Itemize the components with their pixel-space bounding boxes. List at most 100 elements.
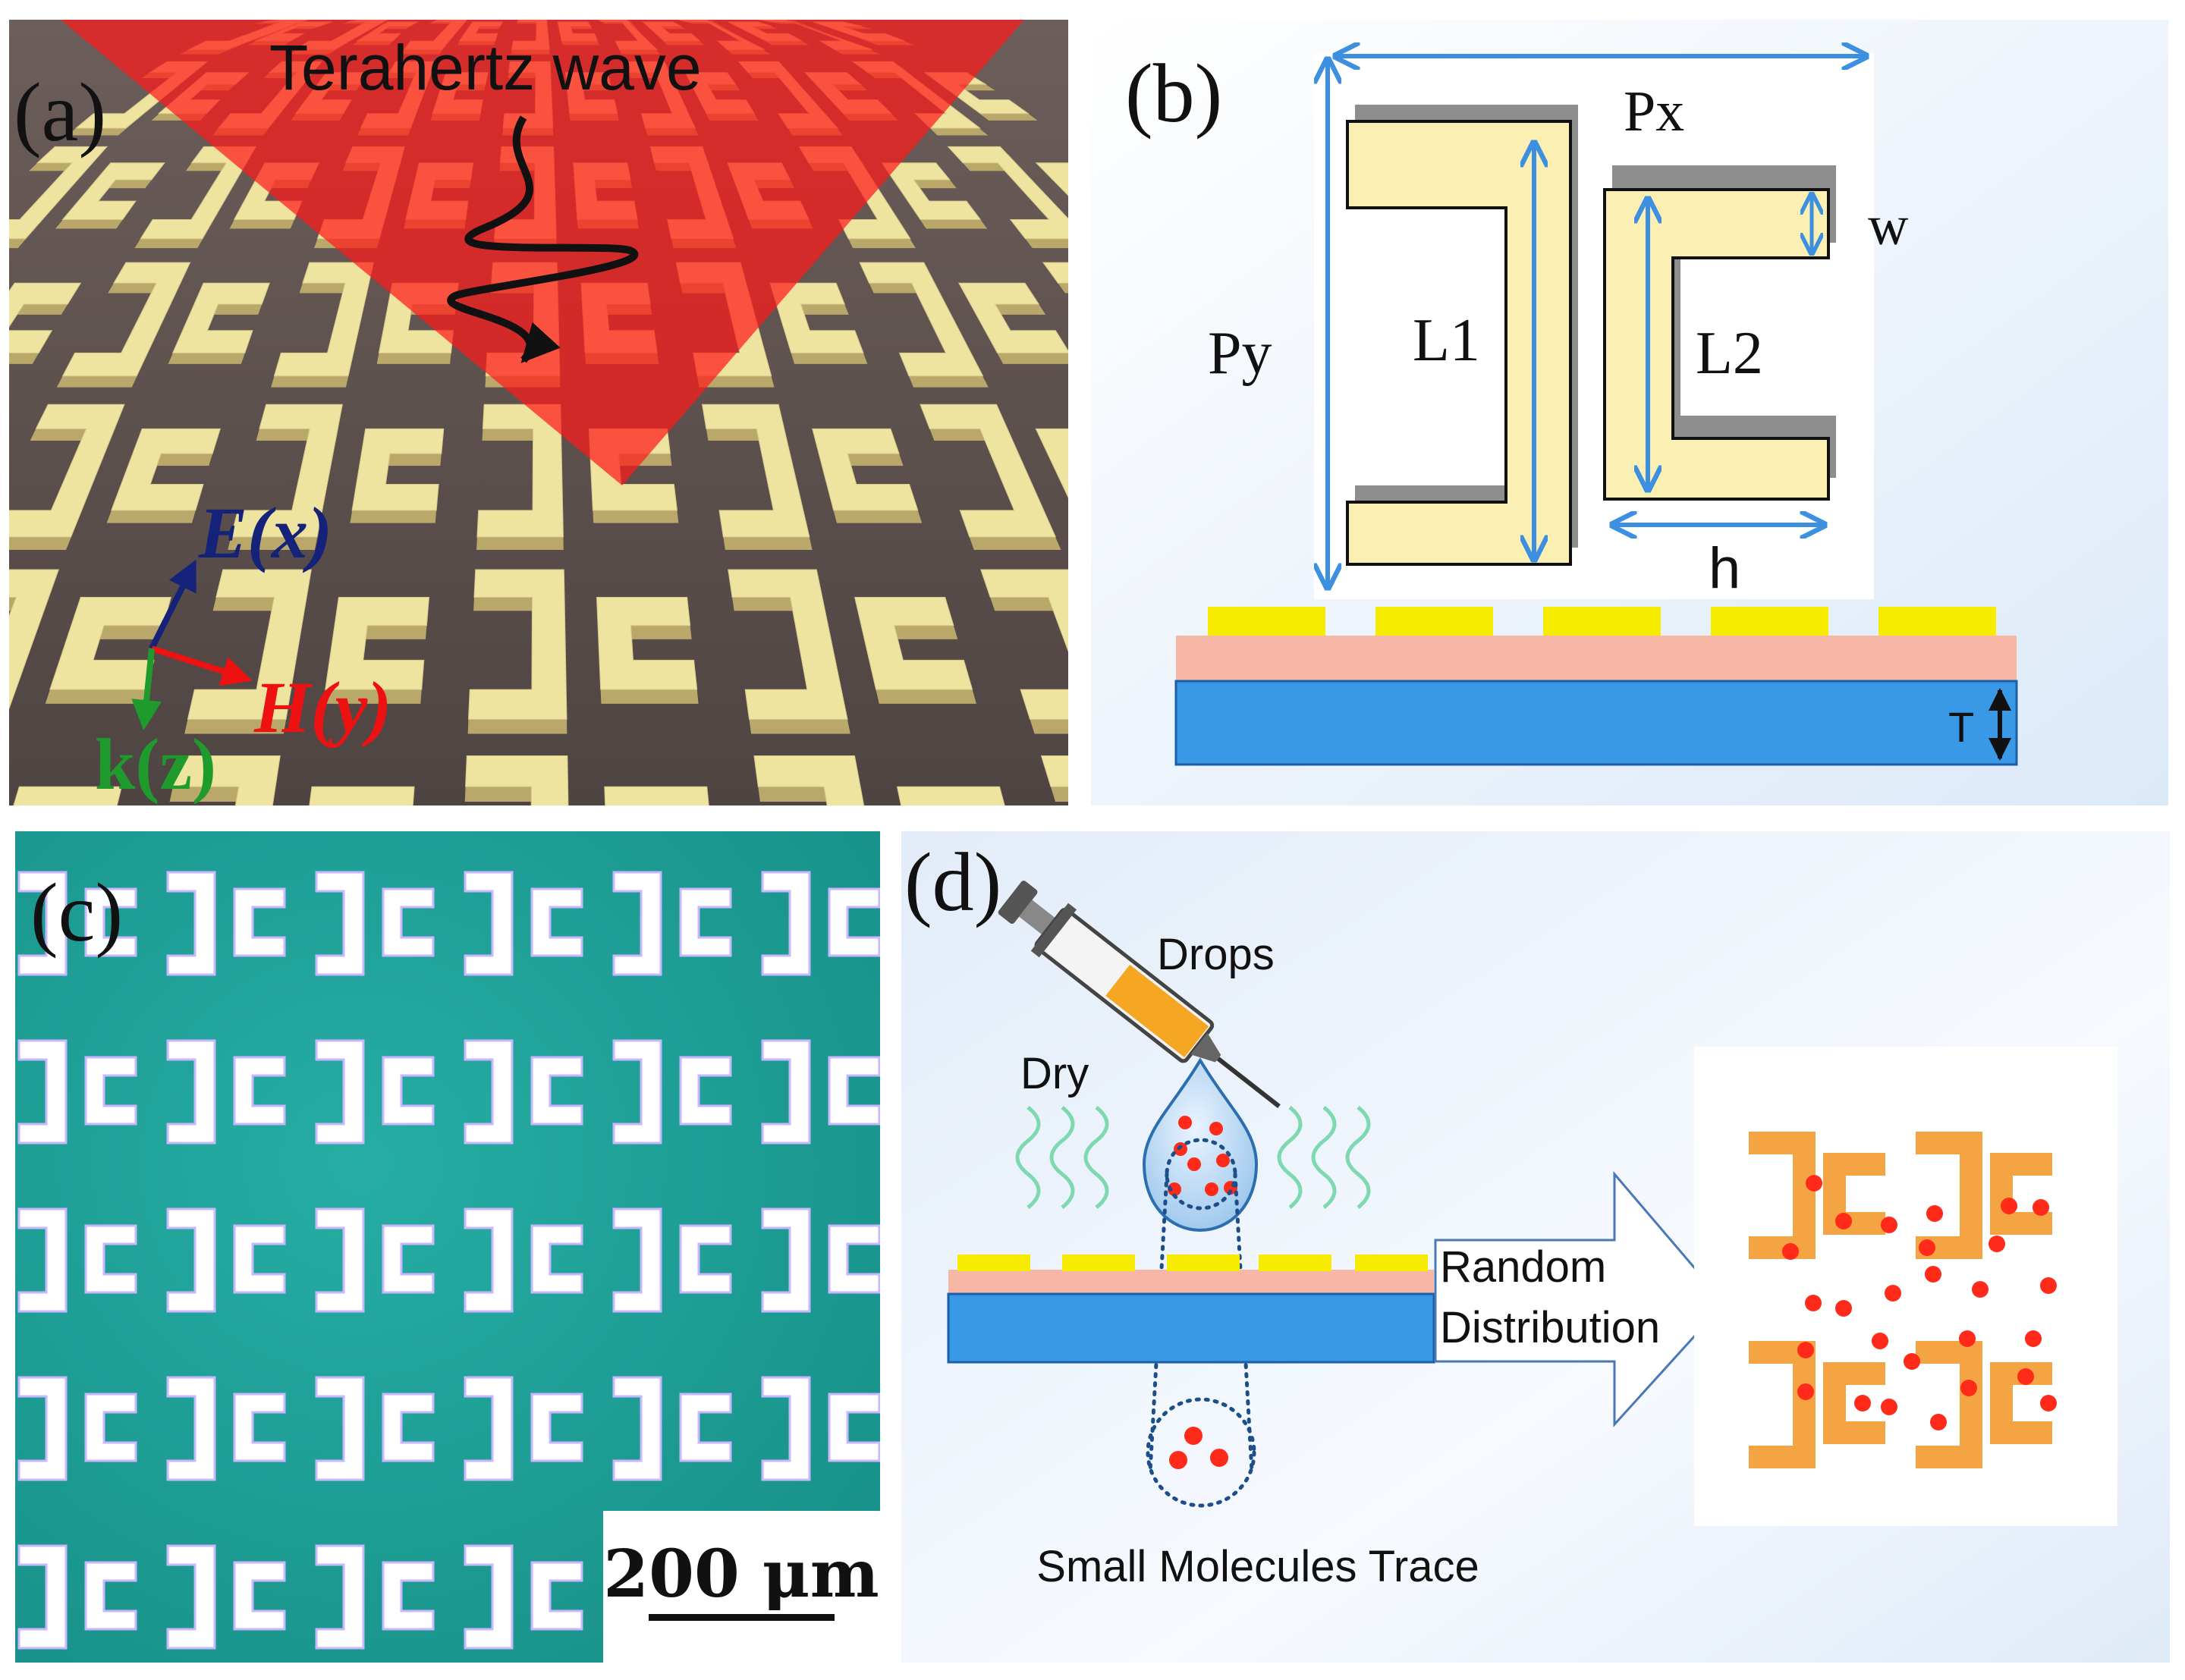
micrograph-long-bracket <box>17 871 68 976</box>
k-vector-label: k(z) <box>95 724 216 805</box>
result-molecule <box>1782 1243 1799 1260</box>
micrograph-short-bracket <box>233 1393 286 1462</box>
result-molecule <box>1960 1380 1977 1396</box>
d-gold-strip-2 <box>1062 1255 1135 1271</box>
syringe-icon <box>998 881 1281 1108</box>
result-molecule <box>1835 1300 1852 1317</box>
micrograph-short-bracket <box>84 1561 137 1631</box>
metasurface-short-bracket <box>1035 428 1068 498</box>
panel-b-label: (b) <box>1125 47 1222 140</box>
micrograph-long-bracket <box>315 1544 365 1650</box>
micrograph-short-bracket <box>679 1224 732 1294</box>
metasurface-short-bracket <box>13 786 122 805</box>
micrograph-long-bracket <box>612 1039 662 1145</box>
metasurface-short-bracket <box>61 162 165 221</box>
metasurface-long-bracket <box>9 146 108 240</box>
metasurface-short-bracket <box>896 786 1005 805</box>
micrograph-short-bracket <box>382 1224 435 1294</box>
result-short-bracket <box>1990 1362 2052 1444</box>
metasurface-short-bracket <box>812 428 919 511</box>
micrograph-long-bracket <box>166 871 216 976</box>
metasurface-long-bracket <box>701 404 810 538</box>
gold-strip-3 <box>1543 607 1661 636</box>
scale-bar <box>649 1614 835 1621</box>
drying-wave-line <box>1083 1106 1109 1209</box>
micrograph-short-bracket <box>233 1056 286 1126</box>
result-long-bracket <box>1916 1341 1982 1468</box>
micrograph-short-bracket <box>679 1056 732 1126</box>
panel-a: Terahertz wave (a) E(x) H(y) k(z) <box>9 20 1068 805</box>
drops-label: Drops <box>1157 930 1275 979</box>
micrograph-short-bracket <box>828 1056 880 1126</box>
metasurface-short-bracket <box>309 786 415 805</box>
micrograph-long-bracket <box>315 1376 365 1481</box>
micrograph-long-bracket <box>464 1039 514 1145</box>
py-label: Py <box>1208 320 1272 387</box>
micrograph-short-bracket <box>84 1393 137 1462</box>
d-gold-strip-5 <box>1355 1255 1428 1271</box>
metasurface-long-bracket <box>61 262 191 377</box>
metasurface-long-bracket <box>273 262 375 377</box>
result-molecule <box>1806 1175 1822 1192</box>
metasurface-short-bracket <box>9 282 82 353</box>
h-field-arrow <box>150 645 253 686</box>
d-gold-strip-3 <box>1167 1255 1240 1271</box>
droplet-molecule <box>1209 1122 1223 1135</box>
micrograph-short-bracket <box>382 1393 435 1462</box>
w-label: w <box>1868 195 1909 257</box>
micrograph-long-bracket <box>315 1039 365 1145</box>
result-molecule <box>1797 1383 1814 1400</box>
result-short-bracket <box>1823 1153 1885 1235</box>
micrograph-short-bracket <box>84 1056 137 1126</box>
panel-c-label: (c) <box>30 866 123 959</box>
result-molecule <box>1972 1281 1989 1298</box>
metasurface-short-bracket <box>596 597 698 690</box>
micrograph-long-bracket <box>464 1376 514 1481</box>
metasurface-long-bracket <box>467 569 567 720</box>
gold-strip-1 <box>1208 607 1325 636</box>
result-resonators <box>1749 1132 2052 1468</box>
terahertz-beam-cone <box>61 20 1024 485</box>
resonator-l1 <box>1346 120 1572 566</box>
scale-bar-label: 200 μm <box>603 1536 879 1612</box>
metasurface-long-bracket <box>9 404 125 538</box>
result-molecule <box>1989 1236 2005 1252</box>
result-molecule <box>2017 1368 2034 1385</box>
e-field-label: E(x) <box>198 492 332 573</box>
h-field-label: H(y) <box>253 667 391 748</box>
micrograph-short-bracket <box>530 887 583 957</box>
result-molecule <box>2040 1395 2057 1412</box>
micrograph-long-bracket <box>612 1376 662 1481</box>
result-molecule <box>1835 1213 1852 1229</box>
micrograph-long-bracket <box>166 1207 216 1313</box>
result-molecule <box>1881 1399 1897 1415</box>
metasurface-long-bracket <box>465 755 569 805</box>
d-gold-strip-1 <box>957 1255 1030 1271</box>
metasurface-short-bracket <box>49 597 171 690</box>
panel-d: (d) Drops Dry <box>901 831 2170 1663</box>
gold-strip-2 <box>1375 607 1493 636</box>
metasurface-long-bracket <box>859 262 984 377</box>
result-long-bracket <box>1749 1132 1816 1259</box>
drying-wave-line <box>1277 1106 1303 1209</box>
d-polyimide-film <box>948 1270 1434 1294</box>
px-label: Px <box>1624 80 1684 143</box>
micrograph-long-bracket <box>464 1544 514 1650</box>
terahertz-wave-label: Terahertz wave <box>269 32 702 103</box>
metasurface-short-bracket <box>325 597 429 690</box>
micrograph-short-bracket <box>828 887 880 957</box>
result-molecule <box>1805 1295 1822 1311</box>
metasurface-short-bracket <box>604 786 709 805</box>
panel-d-label: (d) <box>904 836 1001 928</box>
micrograph-short-bracket <box>530 1393 583 1462</box>
d-gold-strip-4 <box>1259 1255 1331 1271</box>
micrograph-long-bracket <box>464 871 514 976</box>
result-molecule <box>2033 1199 2049 1216</box>
micrograph-long-bracket <box>166 1039 216 1145</box>
polyimide-film <box>1176 636 2017 681</box>
l1-label: L1 <box>1413 307 1480 374</box>
micrograph-long-bracket <box>464 1207 514 1313</box>
micrograph-short-bracket <box>84 1224 137 1294</box>
micrograph-long-bracket <box>315 1207 365 1313</box>
